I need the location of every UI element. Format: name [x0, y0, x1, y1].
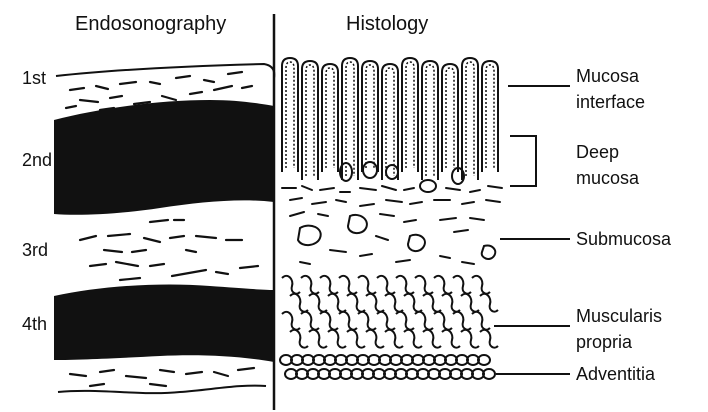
- histology-header: Histology: [346, 13, 428, 35]
- muscle-fiber: [328, 330, 346, 348]
- muscle-fiber: [301, 276, 319, 294]
- muscle-fiber: [309, 330, 327, 348]
- muscle-fiber: [328, 294, 346, 312]
- label-interface: interface: [576, 92, 645, 112]
- endosonography-header: Endosonography: [75, 13, 226, 35]
- label-propria: propria: [576, 332, 633, 352]
- villus: [422, 61, 438, 180]
- muscle-fiber: [404, 294, 422, 312]
- muscle-fiber: [385, 330, 403, 348]
- villus-epithelium: [326, 68, 334, 168]
- muscle-fiber: [434, 312, 452, 330]
- muscle-fiber: [358, 312, 376, 330]
- muscle-fiber: [415, 276, 433, 294]
- muscle-fiber: [290, 330, 308, 348]
- villus: [322, 64, 338, 172]
- villus: [482, 61, 498, 172]
- villus-epithelium: [306, 65, 314, 176]
- muscle-fiber: [347, 294, 365, 312]
- muscle-fiber: [442, 330, 460, 348]
- muscle-fiber: [461, 330, 479, 348]
- endosonography-panel: [54, 64, 274, 393]
- muscle-fiber: [415, 312, 433, 330]
- mucosal-villi: [282, 58, 498, 180]
- villus-epithelium: [466, 62, 474, 176]
- muscle-fiber: [461, 294, 479, 312]
- villus-epithelium: [406, 62, 414, 168]
- muscle-fiber: [396, 312, 414, 330]
- villus: [282, 58, 298, 172]
- muscle-fiber: [377, 312, 395, 330]
- layer-label-3rd: 3rd: [22, 240, 48, 260]
- muscle-fiber: [366, 330, 384, 348]
- fifth-layer-texture: [70, 368, 254, 386]
- muscle-fiber: [434, 276, 452, 294]
- muscle-fiber: [282, 276, 300, 294]
- muscle-fiber: [480, 330, 498, 348]
- label-deep-mucosa: mucosa: [576, 168, 640, 188]
- villus: [362, 61, 378, 172]
- villus: [382, 64, 398, 180]
- muscle-fiber: [442, 294, 460, 312]
- muscularis-fibers: [282, 276, 498, 348]
- villus-epithelium: [486, 65, 494, 168]
- villus: [462, 58, 478, 180]
- histology-panel: [280, 58, 502, 379]
- muscle-fiber: [282, 312, 300, 330]
- villus: [342, 58, 358, 180]
- muscle-fiber: [404, 330, 422, 348]
- muscle-fiber: [423, 330, 441, 348]
- muscle-fiber: [472, 312, 490, 330]
- villus-epithelium: [446, 68, 454, 168]
- villus: [442, 64, 458, 172]
- villus-epithelium: [386, 68, 394, 176]
- villus: [302, 61, 318, 180]
- muscle-fiber: [366, 294, 384, 312]
- adventitia-cells: [280, 355, 495, 379]
- deep-mucosa-dashes: [282, 186, 502, 206]
- layer-label-1st: 1st: [22, 68, 46, 88]
- muscle-fiber: [480, 294, 498, 312]
- label-submucosa: Submucosa: [576, 229, 672, 249]
- muscle-fiber: [385, 294, 403, 312]
- second-layer-band: [54, 100, 274, 215]
- muscle-fiber: [339, 312, 357, 330]
- muscle-fiber: [377, 276, 395, 294]
- villus-epithelium: [346, 62, 354, 176]
- deep-mucosa-bracket: [510, 136, 536, 186]
- layer-label-4th: 4th: [22, 314, 47, 334]
- muscle-fiber: [396, 276, 414, 294]
- villus-epithelium: [426, 65, 434, 176]
- submucosa-vessels: [298, 215, 495, 259]
- muscle-fiber: [339, 276, 357, 294]
- muscle-fiber: [358, 276, 376, 294]
- villus-epithelium: [366, 65, 374, 168]
- muscle-fiber: [290, 294, 308, 312]
- label-mucosa: Mucosa: [576, 66, 640, 86]
- villus-epithelium: [286, 62, 294, 168]
- label-deep: Deep: [576, 142, 619, 162]
- layer-label-2nd: 2nd: [22, 150, 52, 170]
- fourth-layer-band: [54, 284, 274, 362]
- muscle-fiber: [320, 276, 338, 294]
- leader-lines: [494, 86, 570, 374]
- muscle-fiber: [301, 312, 319, 330]
- villus: [402, 58, 418, 172]
- muscle-fiber: [423, 294, 441, 312]
- muscle-fiber: [309, 294, 327, 312]
- muscle-fiber: [347, 330, 365, 348]
- third-layer-texture: [80, 220, 258, 280]
- muscle-fiber: [453, 276, 471, 294]
- label-adventitia: Adventitia: [576, 364, 656, 384]
- muscle-fiber: [453, 312, 471, 330]
- label-muscularis: Muscularis: [576, 306, 662, 326]
- muscle-fiber: [472, 276, 490, 294]
- muscle-fiber: [320, 312, 338, 330]
